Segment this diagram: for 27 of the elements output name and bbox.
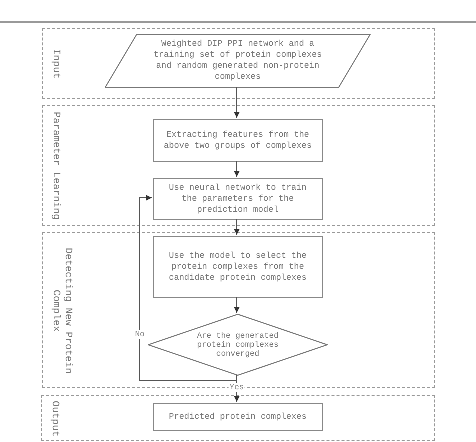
arrow — [140, 195, 238, 382]
arrow — [234, 296, 240, 314]
step-text: Use the model to select the protein complexes from the candidate protein complexes — [168, 250, 308, 284]
swimlane-band — [42, 105, 435, 226]
edge-label: No — [134, 330, 146, 340]
swimlane-band — [41, 395, 435, 441]
swimlane-band — [42, 232, 435, 388]
arrow — [234, 86, 240, 118]
process-box — [153, 236, 323, 298]
step-text: Extracting features from the above two groups of complexes — [163, 130, 313, 152]
lane-label: Parameter Learning — [49, 111, 61, 223]
step-text: Weighted DIP PPI network and a training set of protein complexes and random generated non-protein complexes — [153, 39, 323, 83]
step-text: Predicted protein complexes — [169, 412, 307, 422]
lane-label: Output — [48, 400, 60, 439]
lane-label: Detecting New Protein Complex — [49, 246, 73, 376]
process-box — [153, 178, 323, 220]
edge-label: Yes — [228, 384, 246, 392]
lane-label: Input — [49, 48, 61, 82]
process-box — [153, 119, 323, 162]
input-parallelogram — [105, 34, 371, 88]
decision-diamond — [148, 314, 328, 376]
arrow — [234, 218, 240, 236]
step-text: Are the generated protein complexes converged — [196, 332, 280, 358]
swimlane-band — [42, 28, 435, 99]
arrow — [234, 160, 240, 178]
step-text: Use neural network to train the parameters for the prediction model — [168, 182, 308, 216]
process-box — [153, 403, 323, 431]
